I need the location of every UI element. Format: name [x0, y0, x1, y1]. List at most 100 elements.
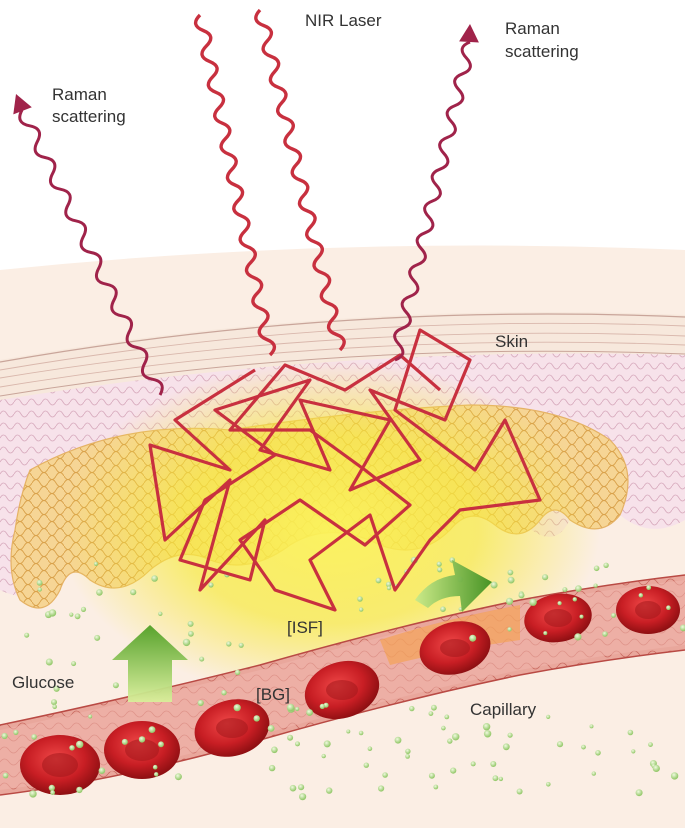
glucose-dot	[394, 736, 402, 744]
glucose-dot	[323, 740, 331, 748]
glucose-dot	[138, 736, 146, 743]
glucose-dot	[69, 612, 74, 617]
glucose-dot	[507, 576, 515, 584]
glucose-dot	[1, 732, 8, 740]
glucose-dot	[238, 642, 244, 648]
glucose-dot	[306, 709, 313, 716]
glucose-dot	[507, 732, 513, 738]
glucose-dot	[666, 605, 671, 610]
diffuse-scattering-path	[148, 328, 542, 612]
glucose-dot	[188, 630, 194, 637]
glucose-dot	[363, 762, 369, 768]
glucose-dot	[492, 775, 499, 782]
glucose-dot	[286, 703, 295, 712]
glucose-dot	[71, 661, 77, 667]
glucose-dot	[575, 585, 582, 592]
glucose-dot	[385, 581, 392, 588]
glucose-dot	[319, 703, 325, 710]
glucose-dot	[154, 772, 159, 777]
glucose-dot	[611, 613, 616, 618]
red-blood-cell	[419, 621, 491, 675]
glucose-dot	[295, 706, 300, 712]
glucose-dot	[593, 565, 600, 572]
glucose-dot	[648, 742, 653, 747]
glucose-dot	[208, 582, 214, 588]
glucose-dot	[76, 786, 83, 794]
glucose-dot	[13, 729, 19, 736]
glucose-dot	[469, 634, 477, 642]
glucose-dot	[405, 748, 411, 754]
red-blood-cells	[20, 586, 680, 795]
glucose-dot	[378, 785, 385, 792]
glucose-dot	[174, 773, 182, 781]
nir-laser-label: NIR Laser	[305, 11, 382, 30]
glucose-dot	[182, 638, 191, 647]
red-blood-cell	[616, 586, 680, 634]
glucose-dot	[498, 776, 504, 782]
glucose-dot	[502, 743, 510, 751]
glucose-dot	[557, 601, 562, 606]
glucose-dot	[490, 761, 497, 767]
glucose-dot	[158, 611, 163, 616]
glucose-dot	[151, 575, 158, 582]
glucose-dot	[130, 589, 137, 596]
glucose-dot	[199, 656, 205, 662]
glucose-dot	[646, 585, 652, 590]
glucose-dot	[652, 764, 660, 773]
glucose-dot	[52, 704, 57, 710]
glucose-dot	[483, 730, 492, 738]
glucose-dot	[581, 744, 586, 750]
glucose-dot	[234, 669, 241, 676]
glucose-dot	[562, 587, 568, 593]
glucose-dot	[505, 597, 514, 605]
glucose-dot	[253, 715, 260, 722]
red-blood-cell	[104, 721, 180, 779]
glucose-dot	[112, 682, 119, 689]
glucose-dot	[326, 787, 333, 794]
glucose-dot	[542, 574, 549, 581]
glucose-dot	[482, 723, 491, 731]
glucose-dot	[88, 714, 93, 719]
glucose-dot	[29, 790, 37, 798]
glucose-dot	[546, 782, 551, 787]
glucose-dot	[76, 740, 84, 749]
glucose-dot	[148, 726, 156, 733]
glucose-dot	[375, 577, 382, 584]
glucose-dot	[440, 606, 446, 612]
glucose-dot	[53, 685, 60, 692]
glucose-dot	[37, 587, 42, 592]
glucose-dot	[518, 592, 525, 599]
glucose-dot	[447, 738, 453, 744]
glucose-dot	[386, 586, 392, 591]
glucose-dot	[437, 567, 443, 573]
raman-right-label-line1: Raman	[505, 19, 560, 38]
raman-scatter-right	[393, 40, 472, 362]
glucose-dot	[358, 730, 364, 736]
glucose-dot	[321, 753, 326, 759]
glucose-dot	[50, 790, 55, 795]
red-blood-cell	[524, 593, 592, 643]
glucose-dot	[593, 583, 598, 588]
glucose-dot	[670, 772, 679, 780]
glucose-dot	[31, 734, 37, 740]
glucose-dot	[572, 597, 577, 602]
glucose-dot	[602, 631, 608, 637]
capillary-label: Capillary	[470, 700, 537, 719]
glucose-dot	[409, 705, 415, 712]
raman-left-label-line2: scattering	[52, 107, 126, 126]
glucose-dot	[74, 613, 81, 620]
glucose-dot	[591, 771, 596, 776]
glucose-dot	[45, 658, 53, 666]
glucose-dot	[470, 761, 476, 767]
glucose-dot	[556, 741, 564, 748]
glucose-dot	[48, 609, 57, 617]
glucose-dot	[452, 733, 460, 741]
glucose-dot	[289, 784, 297, 792]
glucose-dot	[603, 562, 609, 568]
glucose-dot	[51, 699, 57, 706]
glucose-dot	[359, 607, 364, 612]
arrowhead-icon	[13, 24, 479, 115]
glucose-dot	[405, 754, 410, 759]
glucose-dot	[298, 784, 305, 791]
